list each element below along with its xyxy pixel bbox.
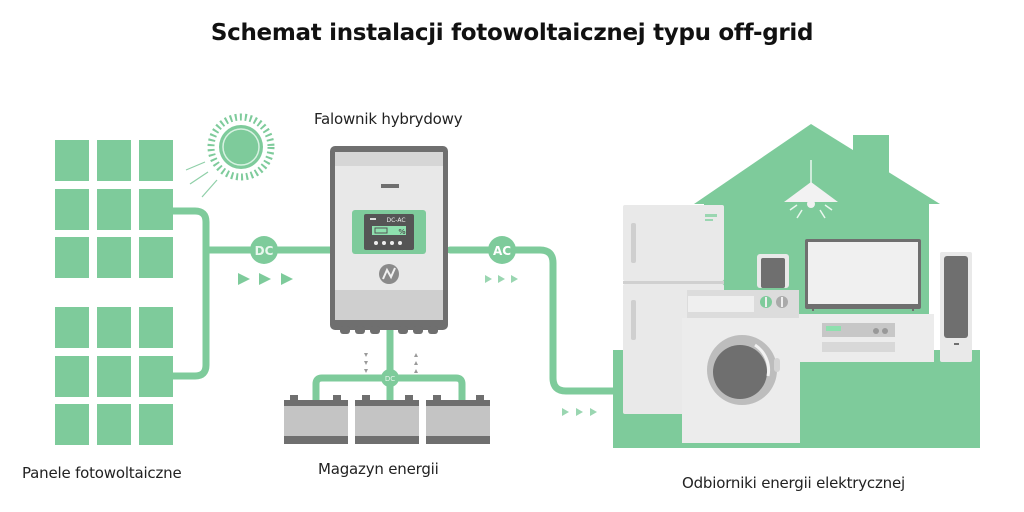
page-title: Schemat instalacji fotowoltaicznej typu … [210, 20, 814, 46]
storage-label: Magazyn energii [318, 460, 439, 478]
solar-panels [55, 140, 173, 445]
dc-badge: DC [250, 236, 278, 264]
inverter-display: DC-AC % [370, 217, 406, 245]
svg-text:%: % [398, 228, 405, 236]
battery-bank [284, 395, 490, 444]
svg-text:DC: DC [255, 244, 274, 258]
svg-text:AC: AC [493, 244, 511, 258]
television [805, 239, 921, 311]
battery-dc-badge: DC [381, 369, 399, 387]
svg-text:DC-AC: DC-AC [386, 217, 405, 224]
panels-label: Panele fotowoltaiczne [22, 464, 182, 482]
hybrid-inverter: DC-AC % [330, 146, 448, 334]
battery-flow-arrows [364, 353, 418, 373]
sun-icon [185, 113, 275, 198]
battery [284, 395, 348, 444]
dc-flow-arrows [238, 273, 293, 285]
consumers-label: Odbiorniki energii elektrycznej [682, 474, 905, 492]
washing-machine [682, 290, 800, 443]
inverter-label: Falownik hybrydowy [314, 110, 463, 128]
inverter-logo-icon [379, 264, 399, 284]
tv-cabinet [798, 314, 934, 362]
ac-badge: AC [488, 236, 516, 264]
speaker-tall [940, 252, 972, 362]
battery [426, 395, 490, 444]
svg-text:DC: DC [385, 375, 395, 383]
speaker-small [757, 254, 789, 288]
ceiling-lamp-icon [784, 160, 838, 219]
battery [355, 395, 419, 444]
ac-flow-arrows [485, 275, 597, 416]
